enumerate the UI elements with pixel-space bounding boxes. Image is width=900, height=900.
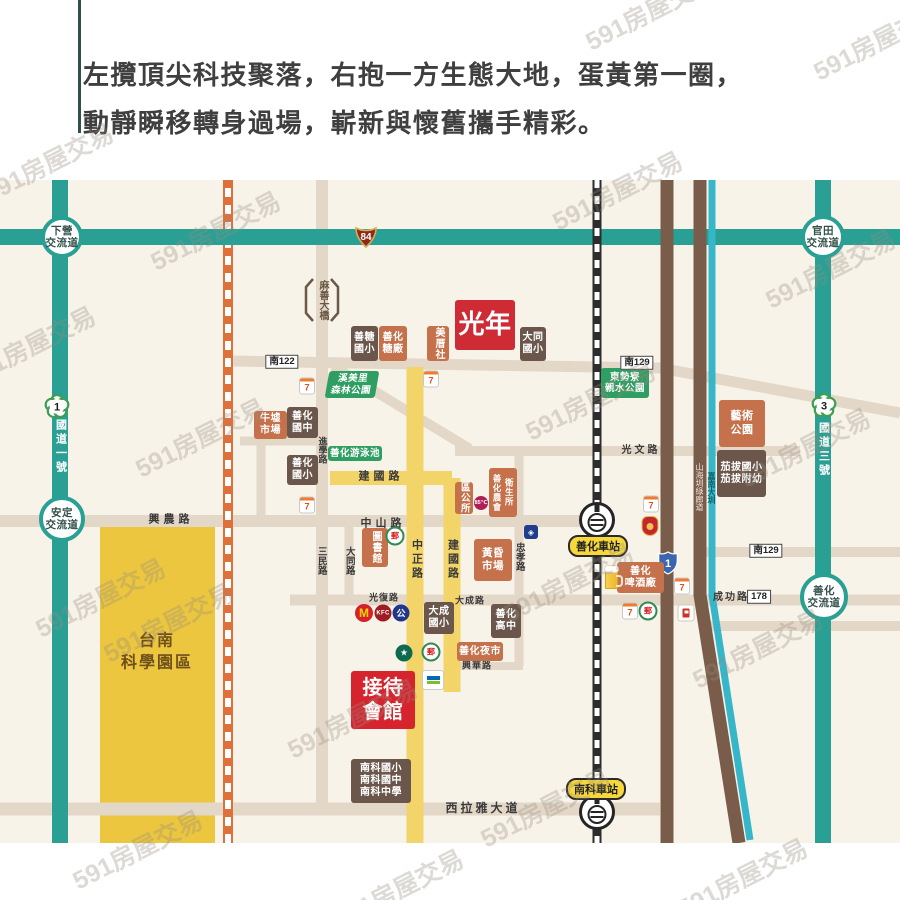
- svg-text:84: 84: [360, 232, 372, 243]
- label-sanmin-rd: 三民路: [315, 546, 327, 576]
- poi-qieba-elementary: 茄拔國小茄拔附幼: [717, 450, 766, 497]
- post-office-icon: 郵: [638, 601, 658, 621]
- mcdonalds-icon: M: [355, 604, 373, 622]
- poi-reception-hall: 接待會館: [351, 671, 415, 729]
- label-guangfu-rd: 光復路: [368, 592, 400, 603]
- station-nanke-rail-icon: [579, 794, 615, 830]
- interchange-guantian: 官田交流道: [801, 215, 845, 259]
- poi-meicuoshe: 美厝社: [427, 326, 449, 361]
- shield-expressway-84: 84: [355, 226, 377, 249]
- poi-farmers-association-health-center: 善化農會衛生所: [489, 468, 517, 517]
- label-freeway-3: 國道三號: [817, 422, 830, 478]
- poi-ximeili-forest-park: 溪美里森林公園: [324, 371, 380, 398]
- poi-dacheng-elementary: 大成國小: [424, 602, 454, 634]
- gas-station-icon: [677, 604, 695, 622]
- poi-shanhua-elementary: 善化國小: [287, 455, 318, 485]
- label-freeway-1: 國道一號: [54, 419, 67, 475]
- headline-line2: 動靜瞬移轉身過場，嶄新與懷舊攜手精彩。: [83, 108, 606, 138]
- poi-shanhua-night-market: 善化夜市: [457, 642, 503, 661]
- label-zhongshan-rd: 中山路: [360, 517, 406, 530]
- kfc-icon: KFC: [374, 604, 392, 622]
- label-zhongzheng-rd: 中正路: [410, 539, 423, 581]
- poi-datong-elementary: 大同國小: [520, 327, 546, 361]
- seven-eleven-icon: 7: [674, 577, 690, 595]
- road-provincial-2: [693, 180, 746, 843]
- label-jianguo-rd-h: 建國路: [358, 470, 404, 483]
- label-zhongxiao-rd: 忠孝路: [513, 542, 525, 572]
- poi-niuxu-market: 牛墟市場: [254, 411, 287, 439]
- label-greenway: 山海圳綠廊道: [695, 463, 704, 511]
- starbucks-icon: ★: [395, 644, 413, 662]
- accent-bar: [78, 0, 81, 133]
- bridge-bracket-right: [330, 278, 340, 322]
- poi-shanhua-brewery: 善化啤酒廠: [617, 562, 664, 593]
- seven-eleven-icon: 7: [423, 370, 439, 388]
- poi-art-park: 藝術公園: [719, 400, 765, 447]
- poi-shantang-elementary: 善糖國小: [351, 326, 378, 361]
- blue-logo-icon: ◈: [524, 525, 538, 539]
- seven-eleven-icon: 7: [299, 377, 315, 395]
- poi-evening-market: 黃昏市場: [474, 539, 512, 581]
- location-map: 台南科學園區 84 1 3 1 下營交流道 官田交流道安定交流道善化交流道 善糖國小善化糖廠美…: [0, 180, 900, 843]
- 85c-cafe-icon: 85℃: [474, 496, 488, 510]
- road-network: [0, 180, 900, 843]
- bridge-bracket-left: [304, 278, 314, 322]
- beer-brewery-icon: [602, 563, 623, 591]
- label-jinxue-rd: 進學路: [317, 436, 328, 464]
- science-park-label: 台南科學園區: [120, 632, 194, 671]
- route-nan129-north: 南129: [620, 355, 654, 371]
- watermark: 591房屋交易: [329, 845, 469, 900]
- label-chenggong-rd: 成功路: [713, 592, 749, 603]
- route-nan129-east: 南129: [749, 543, 783, 559]
- blue-emblem-icon: 公: [392, 604, 410, 622]
- route-178: 178: [747, 589, 771, 605]
- interchange-anding: 安定交流道: [39, 496, 85, 542]
- poi-nanke-schools: 南科國小南科國中南科中學: [351, 759, 411, 803]
- shield-freeway-1: 1: [44, 393, 70, 419]
- interchange-shanhua: 善化交流道: [800, 573, 848, 621]
- label-chianan-canal: 嘉南大圳: [707, 472, 716, 504]
- label-jianguo-rd-v: 建國路: [446, 539, 459, 581]
- label-siraya-blvd: 西拉雅大道: [445, 801, 521, 815]
- poi-shanhua-senior-high: 善化高中: [491, 604, 521, 638]
- label-xingnong-rd: 興農路: [148, 513, 194, 526]
- label-mashan-bridge: 麻善大橋: [317, 280, 328, 320]
- seven-eleven-icon: 7: [643, 495, 659, 513]
- label-datong-rd: 大同路: [343, 546, 355, 576]
- poi-shanhua-sugar-factory: 善化糖廠: [379, 326, 407, 361]
- svg-text:1: 1: [54, 402, 60, 414]
- temple-crest-icon: [641, 516, 659, 536]
- interchange-xiaying: 下營交流道: [41, 216, 83, 258]
- svg-text:1: 1: [665, 558, 671, 570]
- post-office-icon: 郵: [385, 526, 405, 546]
- science-park-area: [100, 525, 215, 843]
- label-dacheng-rd: 大成路: [454, 595, 486, 606]
- seven-eleven-icon: 7: [299, 496, 315, 514]
- label-guangwen-rd: 光文路: [621, 445, 661, 456]
- post-office-icon: 郵: [421, 642, 441, 662]
- poi-shanhua-pool: 善化游泳池: [328, 446, 382, 461]
- route-nan122: 南122: [265, 354, 299, 370]
- poi-guangnian-project: 光年: [455, 300, 515, 350]
- headline-line1: 左攬頂尖科技聚落，右抱一方生態大地，蛋黃第一圈，: [83, 60, 744, 90]
- station-shanhua-label: 善化車站: [568, 535, 628, 557]
- seven-eleven-icon: 7: [622, 602, 638, 620]
- familymart-icon: [422, 670, 444, 690]
- watermark: 591房屋交易: [809, 0, 900, 87]
- poi-shanhua-junior-high: 善化國中: [287, 407, 318, 438]
- poi-library: 圖書館: [362, 528, 388, 567]
- shield-freeway-3: 3: [811, 392, 837, 418]
- station-nanke-label: 南科車站: [566, 778, 626, 800]
- poi-dongshiliao-water-park: 東勢寮親水公園: [601, 368, 649, 398]
- svg-text:3: 3: [821, 401, 827, 413]
- label-xinghua-rd: 興華路: [461, 660, 493, 671]
- watermark: 591房屋交易: [581, 0, 721, 57]
- canal-chianan: [708, 180, 754, 841]
- station-shanhua-rail-icon: [579, 502, 615, 538]
- poi-district-office: 區公所: [455, 482, 473, 514]
